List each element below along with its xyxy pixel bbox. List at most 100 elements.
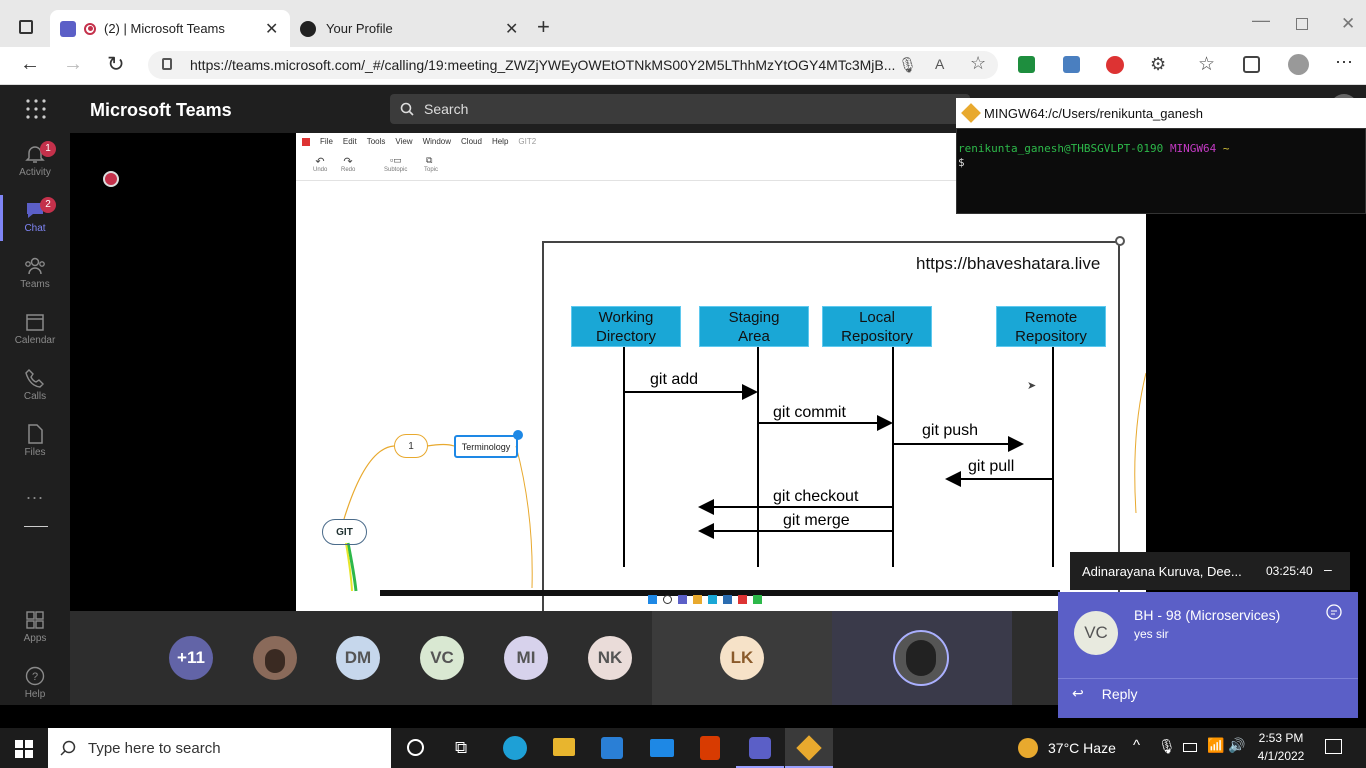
read-aloud-icon[interactable]: A — [935, 56, 945, 72]
extensions-icon[interactable]: ⚙ — [1150, 54, 1167, 74]
more-icon[interactable]: ⋯ — [1335, 52, 1353, 72]
menu-tools[interactable]: Tools — [366, 137, 386, 146]
clock-date[interactable]: 4/1/2022 — [1257, 749, 1305, 763]
mindmap-root-node[interactable]: GIT — [322, 519, 367, 545]
forward-icon[interactable]: → — [63, 53, 83, 75]
clock-time[interactable]: 2:53 PM — [1258, 731, 1304, 745]
rail-item-teams[interactable]: Teams — [0, 249, 70, 305]
minimize-call-button[interactable]: – — [1324, 561, 1332, 577]
rail-item-help[interactable]: ? Help — [0, 659, 70, 715]
github-favicon-icon — [300, 20, 316, 37]
edge-icon[interactable] — [503, 736, 527, 760]
rail-item-files[interactable]: Files — [0, 417, 70, 473]
git-bash-taskbar-button[interactable] — [785, 728, 833, 768]
topic-icon[interactable]: ⧉ — [426, 155, 433, 165]
overflow-participants-button[interactable]: +11 — [169, 636, 213, 680]
taskbar-search[interactable]: Type here to search — [48, 728, 391, 768]
reply-button[interactable]: ↩ Reply — [1072, 685, 1138, 702]
terminal-prompt-line: renikunta_ganesh@THBSGVLPT-0190 MINGW64 … — [958, 142, 1365, 156]
rail-item-activity[interactable]: 1 Activity — [0, 137, 70, 193]
office-icon[interactable] — [700, 736, 720, 760]
cortana-icon[interactable] — [407, 739, 424, 756]
git-commit-label: git commit — [773, 404, 846, 421]
mindmap-number-node[interactable]: 1 — [394, 434, 428, 458]
terminal-path: ~ — [1222, 142, 1230, 155]
tab-teams[interactable]: (2) | Microsoft Teams ✕ — [50, 10, 290, 47]
terminal-titlebar[interactable]: MINGW64:/c/Users/renikunta_ganesh — [956, 98, 1366, 128]
redo-button[interactable]: ↷ — [343, 156, 353, 168]
speaking-participant-avatar[interactable] — [893, 630, 949, 686]
more-apps-icon[interactable]: ... — [26, 483, 45, 503]
extension-icon[interactable] — [1018, 56, 1035, 73]
back-icon[interactable]: ← — [20, 53, 40, 75]
new-tab-icon[interactable]: + — [537, 14, 550, 39]
remote-app-icon — [753, 595, 762, 604]
windows-start-icon[interactable] — [15, 740, 33, 758]
close-window-icon[interactable]: ✕ — [1341, 14, 1356, 33]
minimize-window-icon[interactable]: — — [1252, 10, 1270, 30]
menu-file[interactable]: File — [320, 137, 333, 146]
url-bar[interactable]: https://teams.microsoft.com/_#/calling/1… — [148, 51, 998, 79]
tab-label: Your Profile — [326, 21, 393, 36]
search-icon — [400, 102, 414, 116]
profile-avatar[interactable] — [1288, 54, 1309, 75]
rail-item-apps[interactable]: Apps — [0, 603, 70, 659]
network-icon[interactable]: 📶 — [1207, 737, 1225, 753]
close-tab-icon[interactable]: ✕ — [505, 20, 519, 38]
volume-icon[interactable]: 🔊 — [1228, 737, 1246, 753]
file-explorer-icon[interactable] — [553, 738, 575, 756]
search-box[interactable]: Search — [390, 94, 970, 124]
reply-icon: ↩ — [1072, 685, 1084, 701]
participant-avatar[interactable]: MI — [504, 636, 548, 680]
participant-avatar[interactable]: VC — [420, 636, 464, 680]
refresh-icon[interactable]: ↻ — [107, 53, 125, 76]
microphone-icon[interactable]: 🎙 — [1158, 738, 1176, 754]
rail-item-calls[interactable]: Calls — [0, 361, 70, 417]
undo-button[interactable]: ↶ — [315, 156, 325, 168]
task-view-icon[interactable]: ⧉ — [455, 738, 468, 757]
terminal-body[interactable]: renikunta_ganesh@THBSGVLPT-0190 MINGW64 … — [956, 128, 1366, 214]
teams-taskbar-button[interactable] — [736, 728, 784, 768]
subtopic-icon[interactable]: ▫▭ — [390, 155, 402, 165]
toolbar-label: Redo — [341, 167, 356, 173]
menu-view[interactable]: View — [395, 137, 413, 146]
notification-message: yes sir — [1134, 627, 1169, 641]
git-push-label: git push — [922, 422, 979, 439]
chat-notification[interactable]: VC BH - 98 (Microservices) yes sir ↩ Rep… — [1058, 592, 1358, 718]
mindmap-topic-node[interactable]: Terminology — [454, 435, 518, 458]
notifications-icon[interactable] — [1325, 739, 1342, 754]
participant-avatar[interactable]: NK — [588, 636, 632, 680]
favorites-icon[interactable]: ☆ — [1198, 54, 1216, 75]
weather-icon[interactable] — [1018, 738, 1038, 758]
rail-item-calendar[interactable]: Calendar — [0, 305, 70, 361]
rail-item-chat[interactable]: 2 Chat — [0, 193, 70, 249]
chat-bubble-icon[interactable] — [1325, 604, 1343, 622]
expand-handle-icon[interactable] — [513, 430, 523, 440]
menu-cloud[interactable]: Cloud — [461, 137, 482, 146]
menu-edit[interactable]: Edit — [342, 137, 357, 146]
menu-help[interactable]: Help — [491, 137, 509, 146]
show-hidden-icons-icon[interactable]: ^ — [1133, 737, 1141, 754]
maximize-window-icon[interactable] — [1296, 18, 1308, 30]
weather-text[interactable]: 37°C Haze — [1048, 740, 1116, 756]
tab-actions-icon[interactable] — [19, 20, 33, 34]
mail-icon[interactable] — [650, 739, 674, 757]
battery-icon[interactable] — [1183, 743, 1197, 752]
participant-avatar[interactable]: LK — [720, 636, 764, 680]
extension-icon[interactable] — [1063, 56, 1080, 73]
reply-label: Reply — [1101, 685, 1138, 702]
tab-profile[interactable]: Your Profile ✕ — [290, 10, 530, 47]
slide-handle-icon[interactable] — [1115, 236, 1125, 246]
box-line: Repository — [841, 327, 913, 345]
app-launcher-icon[interactable] — [26, 99, 46, 119]
microphone-icon[interactable]: 🎙 — [898, 57, 918, 74]
extension-icon[interactable] — [1106, 56, 1124, 74]
participant-avatar[interactable]: DM — [336, 636, 380, 680]
store-icon[interactable] — [601, 737, 623, 759]
collections-icon[interactable] — [1243, 56, 1260, 73]
remote-windows-icon — [648, 595, 657, 604]
participant-avatar[interactable] — [253, 636, 297, 680]
add-favorite-icon[interactable]: ☆ — [970, 53, 987, 73]
menu-window[interactable]: Window — [422, 137, 452, 146]
close-tab-icon[interactable]: ✕ — [265, 20, 279, 38]
